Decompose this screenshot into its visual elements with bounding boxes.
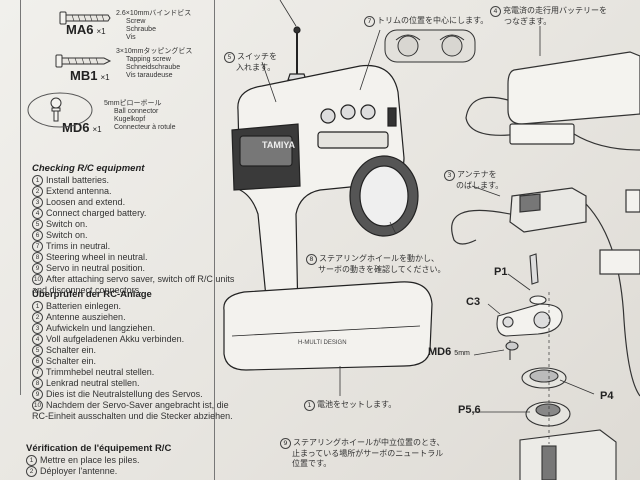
part-mb1-desc: 3×10mmタッピングビス Tapping screw Schneidschra… <box>116 48 192 80</box>
servo-saver-assembly <box>496 253 617 480</box>
trim-dial-icon <box>384 29 476 63</box>
part-mb1-code: MB1×1 <box>70 68 110 83</box>
part-desc-de: Schraube <box>126 26 156 33</box>
section-title-fr: Vérification de l'équipement R/C <box>26 443 172 454</box>
section-title-de: Überprüfen der RC-Anlage <box>32 289 152 300</box>
part-ma6-code: MA6×1 <box>66 22 106 37</box>
part-desc-fr: Vis <box>126 34 136 41</box>
part-desc-jp: 3×10mmタッピングビス <box>116 48 193 55</box>
part-md6-desc: 5mmピローボール Ball connector Kugelkopf Conne… <box>104 100 175 132</box>
part-desc-en: Ball connector <box>114 108 159 115</box>
part-desc-fr: Vis taraudeuse <box>126 72 173 79</box>
label-p1: P1 <box>494 266 508 278</box>
left-margin-line <box>20 0 21 395</box>
ball-connector-md6-icon <box>27 92 93 128</box>
part-desc-en: Tapping screw <box>126 56 171 63</box>
leader-lines <box>261 0 595 413</box>
part-desc-jp: 2.6×10mmバインドビス <box>116 10 192 17</box>
transmitter-brand-text: TAMIYA <box>262 140 296 150</box>
part-desc-de: Kugelkopf <box>114 116 146 123</box>
screw-ma6-icon <box>59 11 111 25</box>
transmitter-illustration <box>223 26 433 371</box>
label-p56: P5,6 <box>458 404 481 416</box>
battery-pack-illustration <box>465 51 640 151</box>
receiver-illustration <box>451 187 640 397</box>
column-divider-line <box>214 0 215 480</box>
part-desc-en: Screw <box>126 18 146 25</box>
transmitter-base-text: H-MULTI DESIGN <box>298 340 347 346</box>
part-md6-code: MD6×1 <box>62 120 102 135</box>
part-desc-jp: 5mmピローボール <box>104 100 162 107</box>
label-md6: MD6 5mm <box>428 346 470 358</box>
section-title-en: Checking R/C equipment <box>32 163 145 174</box>
part-desc-de: Schneidschraube <box>126 64 181 71</box>
part-ma6-desc: 2.6×10mmバインドビス Screw Schraube Vis <box>116 10 191 42</box>
label-p4: P4 <box>600 390 614 402</box>
label-c3: C3 <box>466 296 481 308</box>
screw-mb1-icon <box>55 54 112 68</box>
part-desc-fr: Connecteur à rotule <box>114 124 176 131</box>
